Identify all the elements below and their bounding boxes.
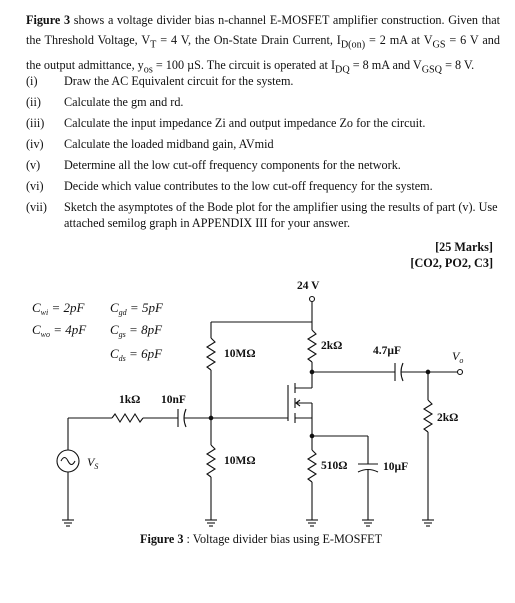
question-item: (vii) Sketch the asymptotes of the Bode p…: [26, 199, 500, 231]
vo-terminal: [456, 368, 464, 376]
ground-icon: [205, 519, 217, 527]
question-number: (i): [26, 74, 38, 88]
question-item: (i) Draw the AC Equivalent circuit for th…: [26, 73, 500, 89]
vgs-sub: GS: [432, 39, 446, 51]
r1-label: 10MΩ: [224, 348, 256, 360]
question-item: (v) Determine all the low cut-off frequen…: [26, 157, 500, 173]
ground-icon: [62, 519, 74, 527]
problem-intro: Figure 3 shows a voltage divider bias n-…: [26, 10, 500, 81]
c-in-label: 10nF: [161, 394, 186, 406]
vdd-label: 24 V: [297, 280, 320, 292]
idq-sub: DQ: [335, 64, 350, 76]
vgsq-sub: GSQ: [421, 64, 443, 76]
intro-text-1: shows a voltage divider bias n-channel E…: [26, 13, 500, 47]
figure-caption: Figure 3 : Voltage divider bias using E-…: [140, 532, 382, 547]
intro-text-6: = 8 mA and V: [349, 58, 422, 73]
question-number: (vii): [26, 200, 47, 214]
rd-resistor: [306, 329, 318, 363]
sine-icon: [60, 456, 76, 466]
question-number: (v): [26, 158, 41, 172]
question-item: (vi) Decide which value contributes to th…: [26, 178, 500, 194]
ground-icon: [362, 519, 374, 527]
rl-resistor: [422, 399, 434, 433]
c-out-label: 4.7µF: [373, 345, 401, 357]
cap-cgd: Cgd = 5pF: [110, 300, 164, 317]
cap-cwo: Cwo = 4pF: [32, 322, 87, 339]
vt-sub: T: [150, 39, 157, 51]
rs-resistor: [306, 449, 318, 483]
marks-outcomes: [CO2, PO2, C3]: [410, 256, 493, 270]
ground-icon: [306, 519, 318, 527]
rd-label: 2kΩ: [321, 340, 342, 352]
rs-label: 510Ω: [321, 460, 347, 472]
intro-text-3: = 2 mA at V: [365, 33, 433, 47]
question-text: Calculate the input impedance Zi and out…: [64, 116, 426, 130]
rl-label: 2kΩ: [437, 412, 458, 424]
question-number: (iii): [26, 116, 45, 130]
intro-text-2: = 4 V, the On-State Drain Current, I: [156, 33, 341, 47]
marks-block: [25 Marks] [CO2, PO2, C3]: [410, 239, 493, 271]
question-text: Calculate the gm and rd.: [64, 95, 184, 109]
caption-label: Figure 3: [140, 532, 184, 546]
ground-icon: [422, 519, 434, 527]
vo-label: Vo: [452, 349, 463, 365]
question-item: (iii) Calculate the input impedance Zi an…: [26, 115, 500, 131]
cap-cgs: Cgs = 8pF: [110, 322, 163, 339]
rsig-label: 1kΩ: [119, 394, 140, 406]
r2-label: 10MΩ: [224, 455, 256, 467]
c-s-label: 10µF: [383, 461, 408, 473]
question-number: (ii): [26, 95, 41, 109]
vdd-terminal: [308, 295, 316, 303]
vs-label: VS: [87, 455, 98, 471]
question-number: (vi): [26, 179, 44, 193]
question-list: (i) Draw the AC Equivalent circuit for th…: [26, 73, 500, 236]
question-item: (ii) Calculate the gm and rd.: [26, 94, 500, 110]
figure-ref: Figure 3: [26, 13, 71, 27]
question-text: Sketch the asymptotes of the Bode plot f…: [64, 200, 498, 230]
intro-text-5: = 100 µS. The circuit is operated at I: [152, 58, 336, 73]
id-sub: D(on): [340, 39, 366, 51]
body-arrow: [295, 399, 301, 407]
r1-resistor: [205, 337, 217, 371]
question-text: Calculate the loaded midband gain, AVmid: [64, 137, 274, 151]
r2-resistor: [205, 444, 217, 478]
intro-text-7: = 8 V.: [442, 58, 475, 73]
question-text: Draw the AC Equivalent circuit for the s…: [64, 74, 294, 88]
question-number: (iv): [26, 137, 44, 151]
intro-text-4: = 6 V and the output admittance, y: [26, 33, 500, 73]
cap-cwi: Cwi = 2pF: [32, 300, 86, 317]
question-text: Decide which value contributes to the lo…: [64, 179, 433, 193]
cap-cds: Cds = 6pF: [110, 346, 163, 363]
caption-text: : Voltage divider bias using E-MOSFET: [183, 532, 383, 546]
question-text: Determine all the low cut-off frequency …: [64, 158, 401, 172]
marks-total: [25 Marks]: [435, 240, 493, 254]
question-item: (iv) Calculate the loaded midband gain, A…: [26, 136, 500, 152]
rsig-resistor: [111, 412, 144, 424]
yos-sub: os: [143, 64, 153, 76]
